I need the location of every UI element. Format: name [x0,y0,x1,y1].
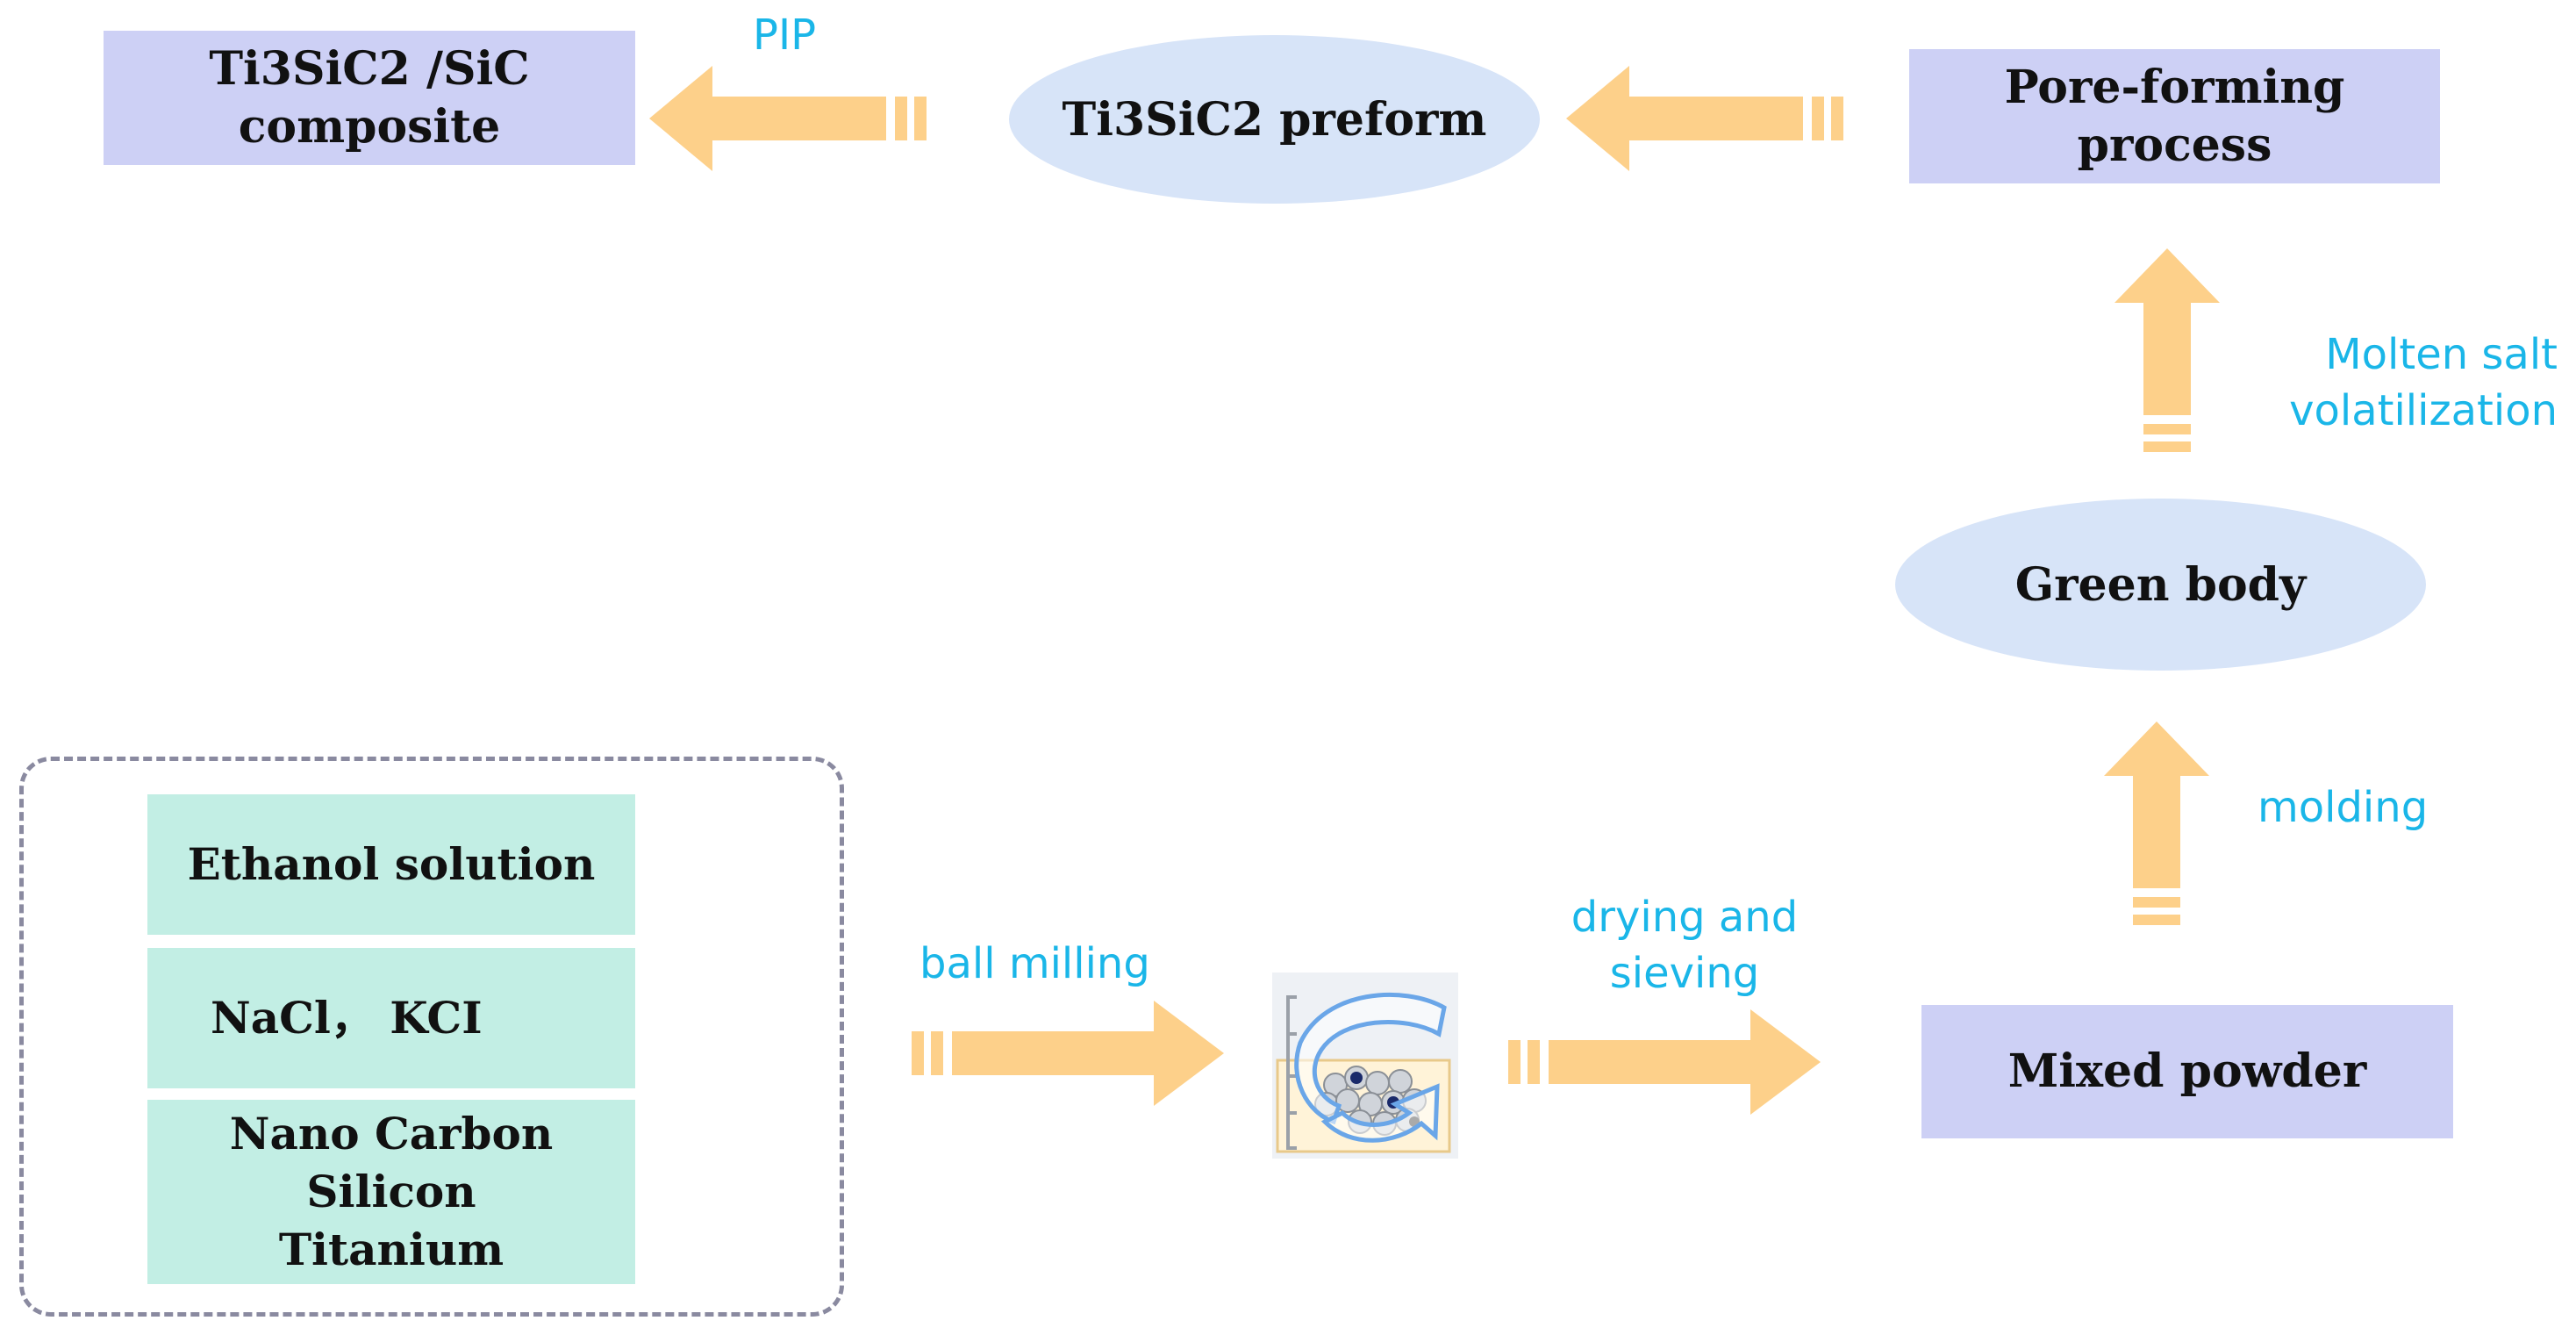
molten-salt-label: Molten salt volatilization [2289,330,2558,435]
arrow-molten-salt [2114,248,2220,452]
pore-forming-label: Pore-forming process [2004,60,2345,172]
arrow-molding [2104,721,2209,925]
pip-label: PIP [753,11,817,60]
composite-label: Ti3SiC2 /SiC composite [209,41,530,154]
pore-forming-box: Pore-forming process [1909,49,2440,183]
raw-materials-group [19,757,844,1317]
salts-label: NaCl， KCI [211,992,483,1044]
ethanol-solution-label: Ethanol solution [187,838,596,890]
ethanol-solution-box: Ethanol solution [147,794,635,935]
arrow-ball-milling [912,1001,1224,1106]
green-body-ellipse: Green body [1895,499,2426,671]
composite-box: Ti3SiC2 /SiC composite [104,31,635,165]
arrow-pip [649,66,927,171]
powders-label: Nano Carbon Silicon Titanium [229,1108,554,1275]
molding-label: molding [2258,783,2429,832]
arrow-drying-sieving [1508,1009,1821,1115]
salts-box: NaCl， KCI [147,948,635,1088]
ball-milling-label: ball milling [919,939,1150,988]
ball-mill-illustration [1272,973,1458,1159]
preform-ellipse: Ti3SiC2 preform [1009,35,1540,204]
mixed-powder-box: Mixed powder [1921,1005,2453,1138]
powders-box: Nano Carbon Silicon Titanium [147,1100,635,1284]
drying-sieving-label: drying and sieving [1571,893,1799,998]
mixed-powder-label: Mixed powder [2007,1044,2367,1098]
preform-label: Ti3SiC2 preform [1062,92,1487,147]
green-body-label: Green body [2014,557,2307,612]
arrow-to-preform [1566,66,1843,171]
